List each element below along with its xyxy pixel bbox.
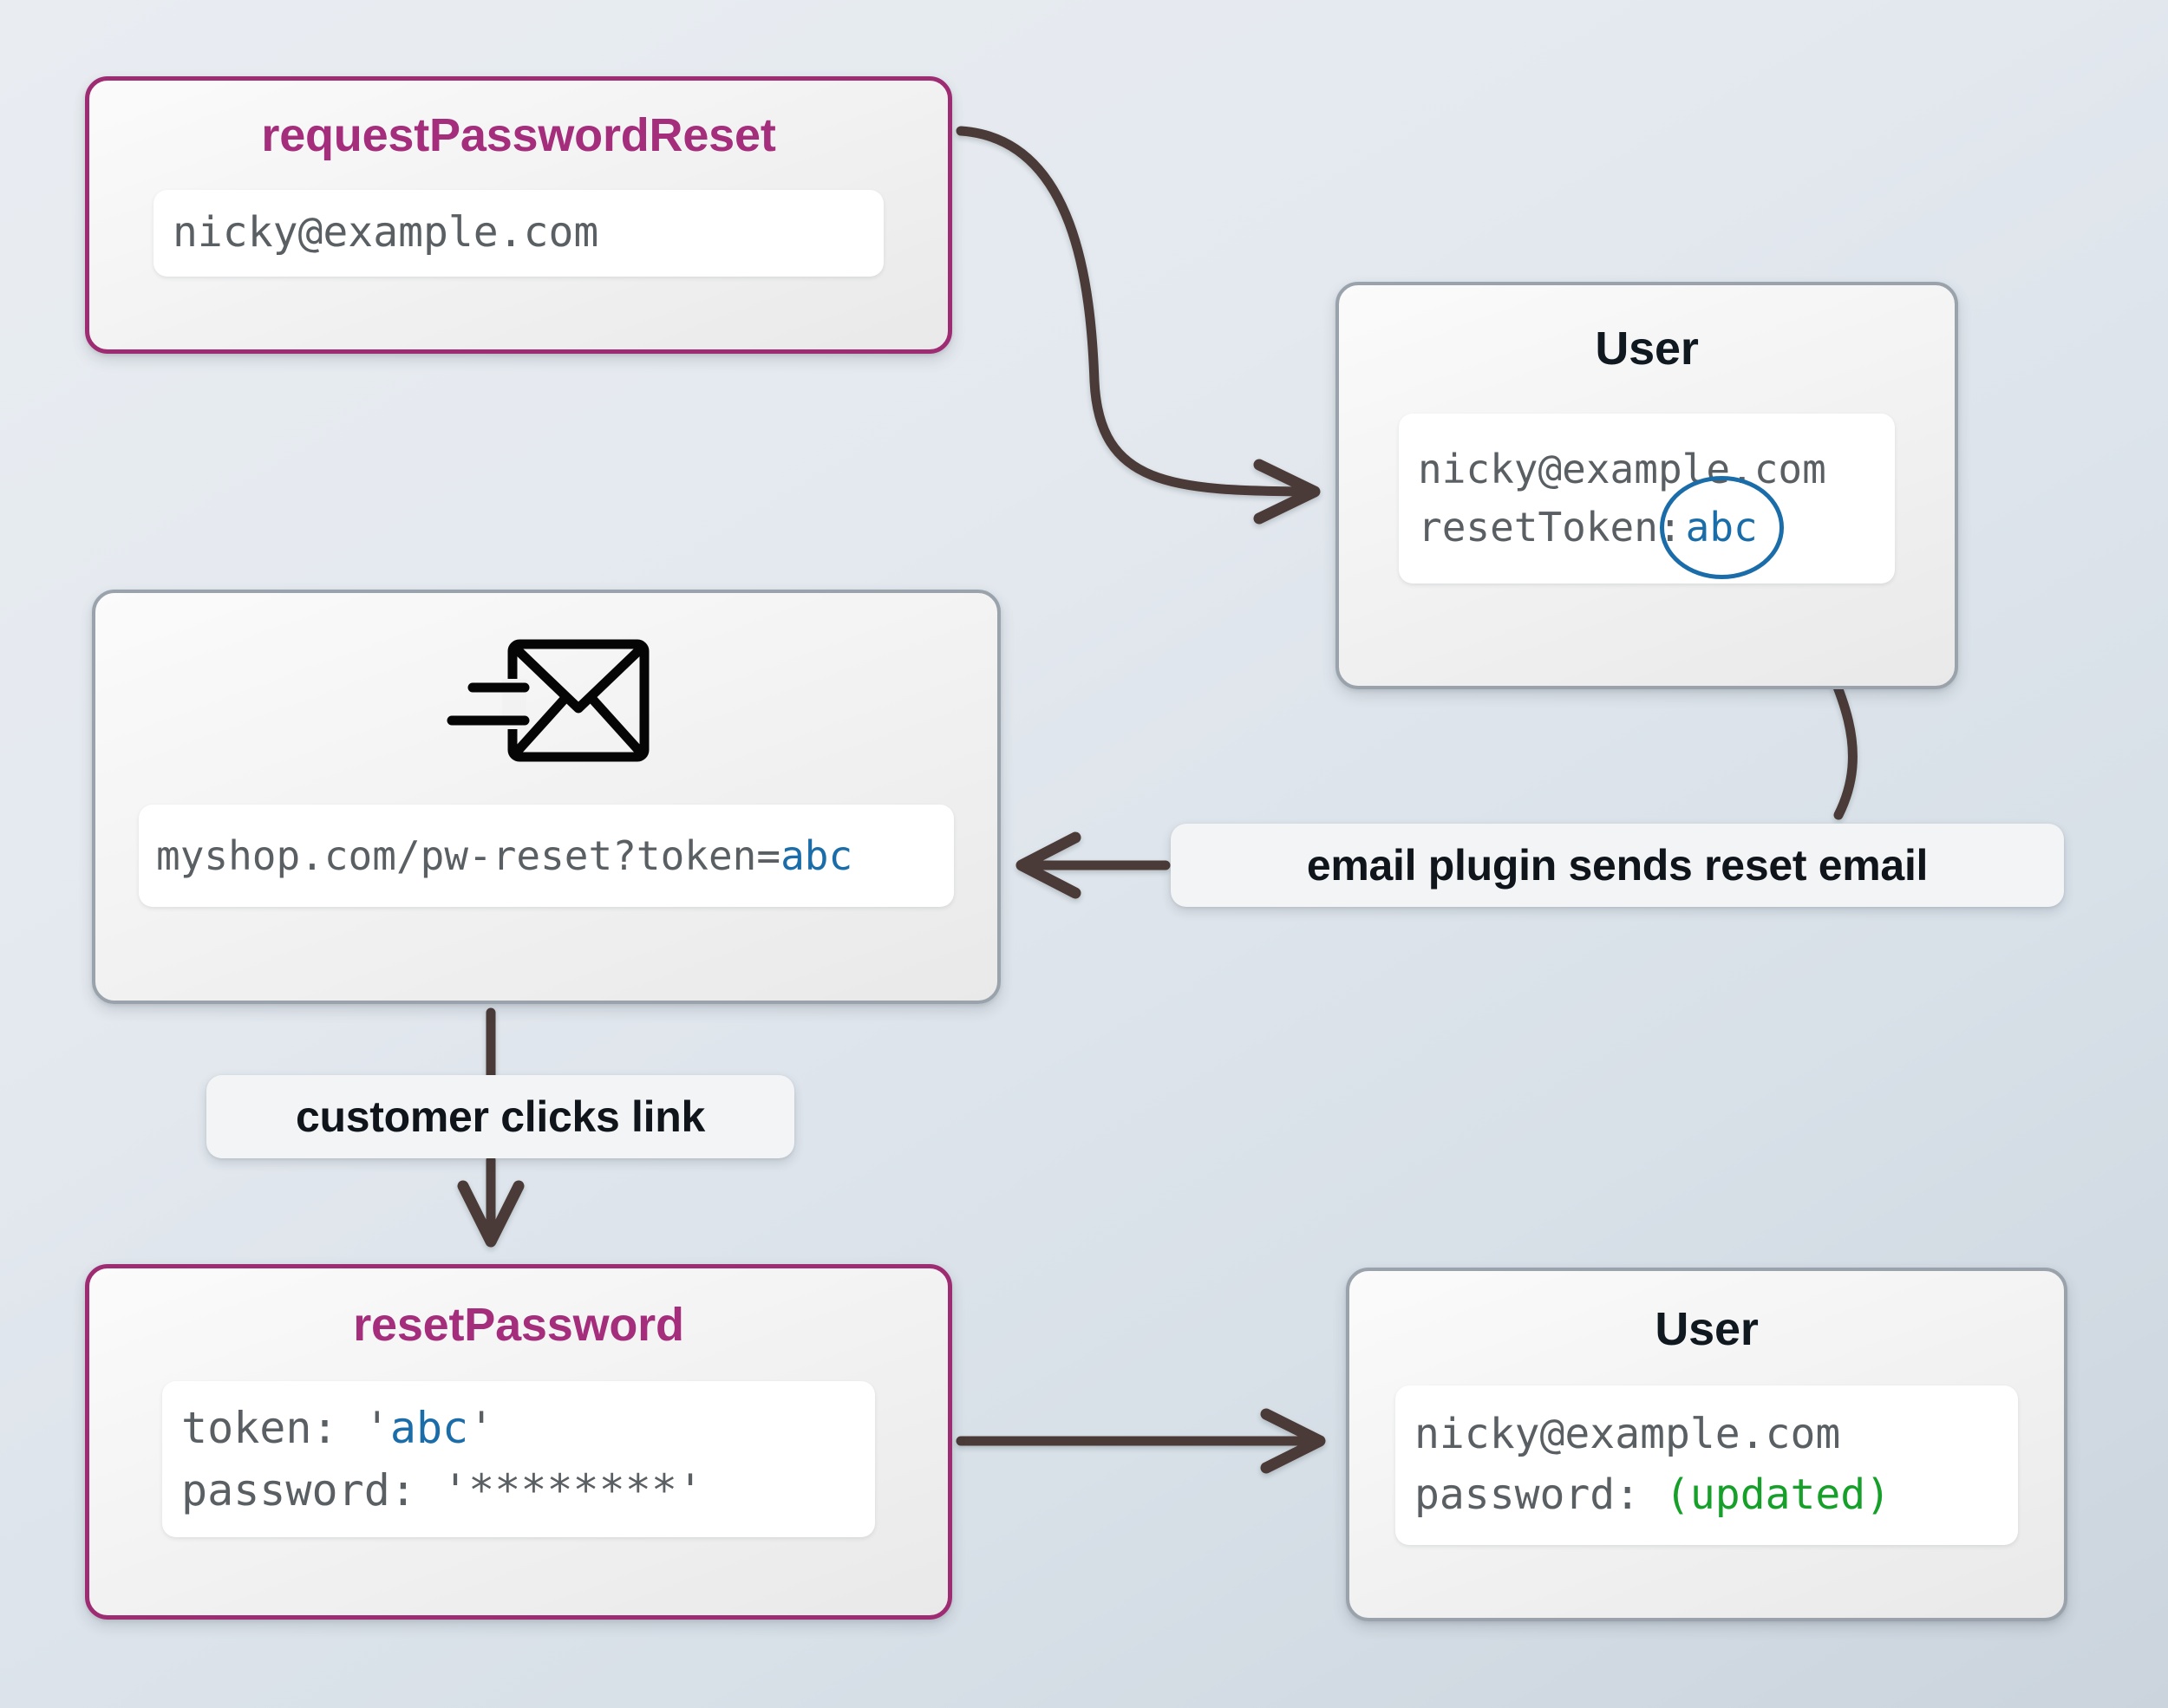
reset-link-field[interactable]: myshop.com/pw-reset?token=abc (139, 805, 954, 907)
node-request-password-reset[interactable]: requestPasswordReset nicky@example.com (85, 76, 952, 354)
email-value: nicky@example.com (173, 208, 599, 258)
user-email-line: nicky@example.com (1414, 1405, 1999, 1465)
reset-link-token: abc (780, 831, 853, 879)
node-user-top[interactable]: User nicky@example.com resetToken:abc (1335, 282, 1958, 689)
edge-label-customer-clicks-link: customer clicks link (206, 1075, 794, 1158)
password-arg-line: password: '********' (181, 1459, 856, 1522)
password-arg-value: '********' (442, 1465, 704, 1516)
send-email-envelope-icon (434, 631, 659, 770)
user-record-field: nicky@example.com resetToken:abc (1399, 414, 1895, 583)
edge-plugin-to-email (1015, 831, 1171, 899)
reset-token-value-circled: abc (1659, 476, 1784, 579)
node-reset-password[interactable]: resetPassword token: 'abc' password: '**… (85, 1264, 952, 1620)
user-email-value: nicky@example.com (1414, 1410, 1841, 1459)
email-field[interactable]: nicky@example.com (153, 190, 884, 277)
user-email-line: nicky@example.com (1418, 440, 1876, 499)
token-arg-value: abc (389, 1402, 469, 1453)
token-arg-label: token: (181, 1402, 338, 1453)
edge-request-to-user (956, 126, 1321, 525)
reset-password-args-field: token: 'abc' password: '********' (162, 1381, 875, 1537)
reset-token-label: resetToken: (1418, 504, 1682, 551)
edge-reset-to-user (956, 1408, 1326, 1474)
node-email-message[interactable]: myshop.com/pw-reset?token=abc (92, 590, 1001, 1004)
user-password-label: password: (1414, 1470, 1641, 1519)
password-arg-label: password: (181, 1465, 416, 1516)
node-user-bottom[interactable]: User nicky@example.com password: (update… (1346, 1268, 2067, 1621)
reset-link-prefix: myshop.com/pw-reset?token= (156, 831, 781, 879)
token-arg-line: token: 'abc' (181, 1397, 856, 1460)
node-title: User (1595, 323, 1699, 375)
edge-label-plugin-sends-email: email plugin sends reset email (1171, 824, 2064, 907)
user-token-line: resetToken:abc (1418, 476, 1876, 579)
node-title: User (1655, 1303, 1759, 1355)
token-quote-open: ' (363, 1402, 390, 1453)
user-password-value: (updated) (1665, 1470, 1891, 1519)
reset-link-line: myshop.com/pw-reset?token=abc (156, 827, 937, 885)
user-record-field: nicky@example.com password: (updated) (1395, 1385, 2018, 1545)
node-title: resetPassword (353, 1299, 684, 1351)
node-title: requestPasswordReset (261, 109, 776, 161)
user-email-value: nicky@example.com (1418, 446, 1826, 493)
token-quote-close: ' (468, 1402, 495, 1453)
user-password-line: password: (updated) (1414, 1465, 1999, 1526)
